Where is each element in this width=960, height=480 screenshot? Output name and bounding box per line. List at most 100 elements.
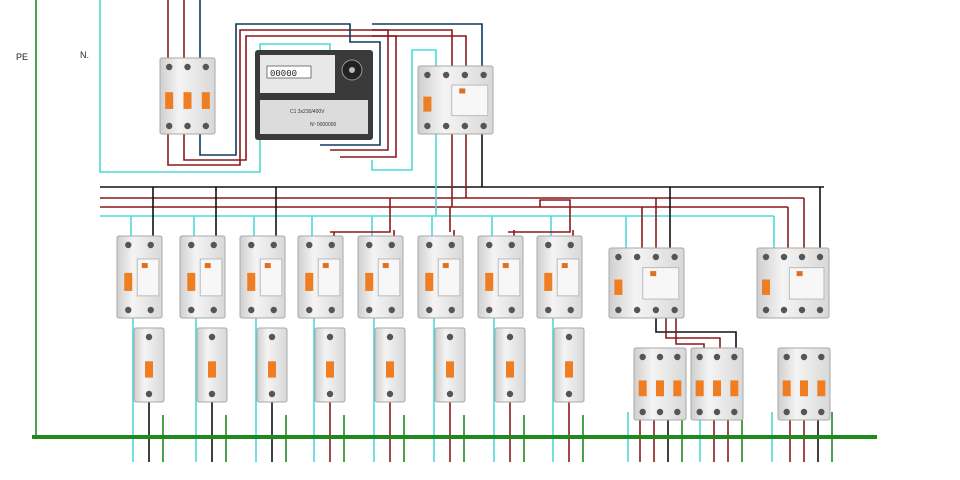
terminal-screw-icon bbox=[184, 63, 191, 71]
toggle-lever[interactable] bbox=[365, 272, 374, 291]
toggle-lever[interactable] bbox=[446, 361, 454, 378]
mcb-3p-2[interactable] bbox=[690, 347, 744, 421]
toggle-lever[interactable] bbox=[673, 380, 682, 397]
terminal-screw-icon bbox=[696, 408, 703, 416]
terminal-screw-icon bbox=[208, 390, 216, 398]
toggle-lever[interactable] bbox=[305, 272, 314, 291]
test-button[interactable] bbox=[264, 263, 271, 269]
terminal-screw-icon bbox=[762, 253, 770, 261]
test-button[interactable] bbox=[650, 271, 657, 277]
mcb-1[interactable] bbox=[133, 327, 165, 403]
terminal-screw-icon bbox=[506, 333, 514, 341]
rcd-3p-1[interactable] bbox=[608, 247, 685, 319]
toggle-lever[interactable] bbox=[656, 380, 664, 397]
terminal-screw-icon bbox=[674, 353, 681, 361]
terminal-screw-icon bbox=[270, 306, 277, 314]
rcd-5[interactable] bbox=[357, 235, 404, 319]
toggle-lever[interactable] bbox=[565, 361, 573, 378]
toggle-lever[interactable] bbox=[183, 92, 192, 109]
mcb-7[interactable] bbox=[494, 327, 526, 403]
terminal-screw-icon bbox=[125, 241, 132, 249]
terminal-screw-icon bbox=[386, 390, 394, 398]
phase-wire bbox=[167, 0, 389, 166]
toggle-lever[interactable] bbox=[268, 361, 276, 378]
test-button[interactable] bbox=[502, 263, 509, 269]
toggle-lever[interactable] bbox=[386, 361, 394, 378]
terminal-screw-icon bbox=[486, 241, 493, 249]
phase-wire bbox=[372, 29, 453, 70]
test-button[interactable] bbox=[459, 88, 466, 94]
test-button[interactable] bbox=[561, 263, 568, 269]
toggle-lever[interactable] bbox=[423, 96, 432, 112]
terminal-screw-icon bbox=[780, 306, 788, 314]
rcd-1[interactable] bbox=[116, 235, 163, 319]
rcd-7[interactable] bbox=[477, 235, 524, 319]
terminal-screw-icon bbox=[424, 71, 431, 79]
terminal-screw-icon bbox=[326, 333, 334, 341]
main-rcd[interactable] bbox=[417, 65, 494, 135]
terminal-screw-icon bbox=[713, 408, 721, 416]
toggle-lever[interactable] bbox=[187, 272, 196, 291]
mcb-8[interactable] bbox=[553, 327, 585, 403]
rcd-4[interactable] bbox=[297, 235, 344, 319]
toggle-lever[interactable] bbox=[817, 380, 826, 397]
terminal-screw-icon bbox=[202, 63, 210, 71]
rcd-8[interactable] bbox=[536, 235, 583, 319]
toggle-lever[interactable] bbox=[326, 361, 334, 378]
toggle-lever[interactable] bbox=[544, 272, 553, 291]
neutral-wire bbox=[371, 49, 437, 171]
terminal-screw-icon bbox=[268, 390, 276, 398]
test-button[interactable] bbox=[322, 263, 329, 269]
toggle-lever[interactable] bbox=[247, 272, 256, 291]
meter-plate-text: C1 3x230/400V bbox=[290, 109, 325, 115]
mcb-3p-3[interactable] bbox=[777, 347, 831, 421]
terminal-screw-icon bbox=[615, 253, 622, 261]
terminal-screw-icon bbox=[424, 122, 431, 130]
terminal-screw-icon bbox=[565, 390, 573, 398]
terminal-screw-icon bbox=[461, 122, 469, 130]
toggle-lever[interactable] bbox=[165, 92, 174, 109]
toggle-lever[interactable] bbox=[713, 380, 721, 397]
toggle-lever[interactable] bbox=[201, 92, 210, 109]
rcd-2[interactable] bbox=[179, 235, 226, 319]
toggle-lever[interactable] bbox=[762, 279, 770, 295]
toggle-lever[interactable] bbox=[782, 380, 791, 397]
toggle-lever[interactable] bbox=[614, 279, 623, 295]
mcb-4[interactable] bbox=[314, 327, 346, 403]
mcb-5[interactable] bbox=[374, 327, 406, 403]
test-button[interactable] bbox=[204, 263, 211, 269]
test-button[interactable] bbox=[141, 263, 148, 269]
toggle-lever[interactable] bbox=[638, 380, 647, 397]
rcd-3p-2[interactable] bbox=[756, 247, 830, 319]
rcd-3[interactable] bbox=[239, 235, 286, 319]
toggle-lever[interactable] bbox=[208, 361, 216, 378]
terminal-screw-icon bbox=[731, 353, 738, 361]
terminal-screw-icon bbox=[461, 71, 469, 79]
mcb-6[interactable] bbox=[434, 327, 466, 403]
mcb-2[interactable] bbox=[196, 327, 228, 403]
toggle-lever[interactable] bbox=[485, 272, 494, 291]
rcd-6[interactable] bbox=[417, 235, 464, 319]
toggle-lever[interactable] bbox=[425, 272, 434, 291]
toggle-lever[interactable] bbox=[800, 380, 808, 397]
main-breaker[interactable] bbox=[159, 57, 216, 135]
terminal-screw-icon bbox=[165, 122, 173, 130]
terminal-screw-icon bbox=[145, 390, 153, 398]
toggle-lever[interactable] bbox=[730, 380, 739, 397]
test-button[interactable] bbox=[442, 263, 449, 269]
terminal-screw-icon bbox=[762, 306, 770, 314]
phase-wire bbox=[199, 0, 381, 156]
test-button[interactable] bbox=[382, 263, 389, 269]
phase-wire bbox=[665, 318, 721, 348]
mcb-3[interactable] bbox=[256, 327, 288, 403]
toggle-lever[interactable] bbox=[145, 361, 153, 378]
toggle-lever[interactable] bbox=[124, 272, 133, 291]
test-button[interactable] bbox=[796, 271, 803, 277]
mcb-3p-1[interactable] bbox=[633, 347, 687, 421]
toggle-lever[interactable] bbox=[506, 361, 514, 378]
terminal-screw-icon bbox=[202, 122, 210, 130]
toggle-lever[interactable] bbox=[695, 380, 704, 397]
terminal-screw-icon bbox=[147, 306, 154, 314]
terminal-screw-icon bbox=[508, 241, 515, 249]
terminal-screw-icon bbox=[508, 306, 515, 314]
